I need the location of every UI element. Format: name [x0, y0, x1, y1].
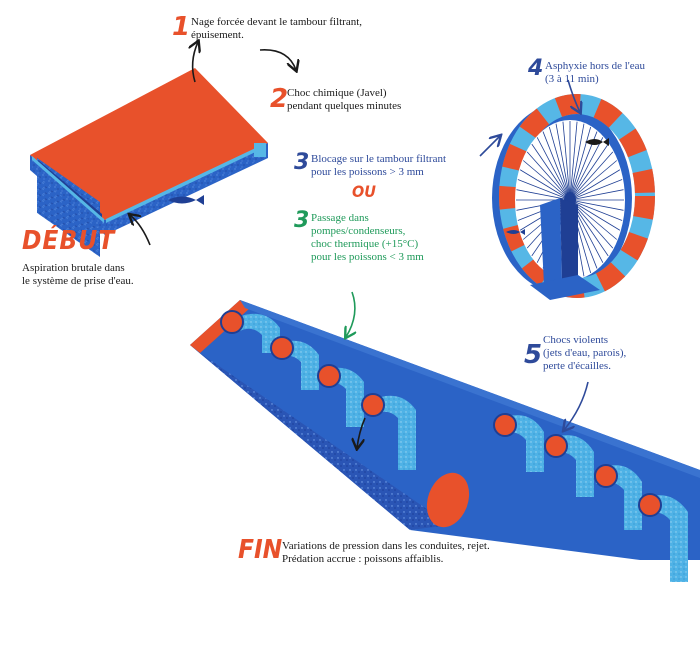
step-3b-number: 3 [294, 208, 310, 233]
wheel-spoke [569, 179, 623, 201]
step-5-text: Chocs violents (jets d'eau, parois), per… [543, 334, 626, 373]
step-3b-text: Passage dans pompes/condenseurs, choc th… [311, 212, 424, 264]
wheel-spoke [531, 143, 571, 201]
wheel-spoke [569, 199, 623, 221]
step-5-line1: Chocs violents [543, 334, 609, 346]
wheel-spoke [555, 123, 571, 201]
step-3a-line1: Blocage sur le tambour filtrant [311, 153, 447, 165]
step-5-line3: perte d'écailles. [543, 360, 611, 372]
step-2-line2: pendant quelques minutes [287, 100, 402, 112]
step-3a-number: 3 [294, 150, 310, 175]
fin-line1: Variations de pression dans les conduite… [282, 540, 490, 552]
wheel-spoke [562, 121, 571, 201]
wheel-spoke [569, 160, 618, 201]
wheel-spoke [522, 160, 571, 201]
wheel-spoke [542, 131, 571, 201]
wheel-spoke [548, 126, 571, 201]
step-1-line2: épuisement. [191, 29, 244, 41]
step-5-number: 5 [524, 340, 543, 370]
wheel-spoke [536, 137, 571, 201]
wheel-spoke [516, 189, 571, 201]
arrow-4-to-drum [567, 79, 580, 112]
arrow-debut-to-1 [193, 42, 198, 83]
ou-label: OU [352, 182, 376, 201]
fin-text: Variations de pression dans les conduite… [282, 540, 490, 566]
step-4-line2: (3 à 11 min) [545, 73, 599, 85]
step-4-number: 4 [528, 56, 544, 81]
wheel-spoke [519, 169, 571, 201]
wheel-spoke [569, 199, 624, 211]
step-4-line1: Asphyxie hors de l'eau [545, 60, 646, 72]
step-3b-line2: pompes/condenseurs, [311, 225, 406, 237]
step-3b-line4: pour les poissons < 3 mm [311, 251, 424, 263]
wheel-spoke [569, 123, 585, 201]
step-3b-line3: choc thermique (+15°C) [311, 238, 419, 250]
debut-text: Aspiration brutale dans le système de pr… [22, 262, 134, 288]
step-1-text: Nage forcée devant le tambour filtrant, … [191, 16, 362, 42]
step-2-line1: Choc chimique (Javel) [287, 87, 387, 99]
pipe-system [190, 300, 700, 582]
intake-box [30, 68, 268, 258]
wheel-spoke [569, 169, 621, 201]
drum-filter-wheel [492, 94, 655, 300]
arrow-5-to-pipe [564, 381, 589, 430]
fin-title: FIN [238, 535, 283, 565]
debut-line1: Aspiration brutale dans [22, 262, 125, 274]
step-1-line1: Nage forcée devant le tambour filtrant, [191, 16, 363, 28]
arrow-debut-up [130, 215, 151, 246]
step-5-line2: (jets d'eau, parois), [543, 347, 627, 359]
debut-title: DÉBUT [22, 226, 116, 256]
arrow-3-to-drum [479, 136, 500, 157]
wheel-spoke [569, 143, 609, 201]
step-4-text: Asphyxie hors de l'eau (3 à 11 min) [545, 60, 645, 86]
wheel-spoke [517, 179, 571, 201]
wheel-spoke [569, 121, 578, 201]
wheel-spoke [569, 151, 614, 201]
wheel-spoke [569, 137, 604, 201]
step-1-number: 1 [172, 12, 191, 42]
wheel-spoke [569, 199, 621, 231]
wheel-spoke [569, 126, 592, 201]
step-3a-line2: pour les poissons > 3 mm [311, 166, 424, 178]
wheel-spoke [569, 189, 624, 201]
arrow-3b-to-pipe [346, 291, 355, 337]
step-2-number: 2 [270, 84, 289, 114]
debut-line2: le système de prise d'eau. [22, 275, 134, 287]
step-3b-line1: Passage dans [311, 212, 369, 224]
wheel-spoke [526, 151, 571, 201]
step-2-text: Choc chimique (Javel) pendant quelques m… [287, 87, 401, 113]
arrow-pipe-down [357, 417, 366, 448]
fin-line2: Prédation accrue : poissons affaiblis. [282, 553, 444, 565]
step-3a-text: Blocage sur le tambour filtrant pour les… [311, 153, 446, 179]
arrow-1-to-2 [259, 49, 296, 70]
